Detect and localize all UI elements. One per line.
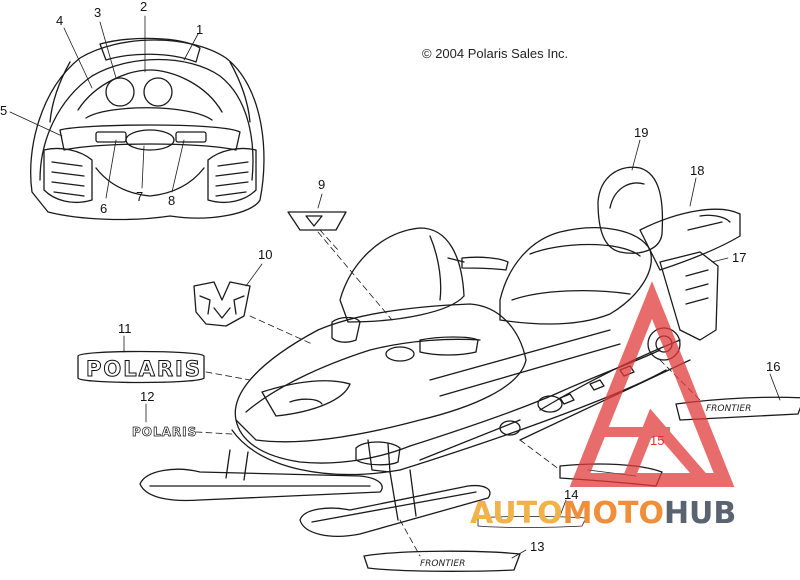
callout-7: 7 <box>136 189 144 204</box>
watermark-part-3: HUB <box>663 496 737 531</box>
callout-8: 8 <box>168 193 176 208</box>
decal-12-brand-text: POLARIS <box>132 425 198 440</box>
decal-13-text: FRONTIER <box>420 559 466 569</box>
decal-9 <box>287 193 393 321</box>
callout-17: 17 <box>732 250 747 265</box>
decal-11-frame <box>77 335 251 384</box>
callout-10: 10 <box>258 247 273 262</box>
callout-14: 14 <box>564 487 579 502</box>
watermark-part-2: MOTO <box>562 496 664 531</box>
callout-4: 4 <box>56 13 64 28</box>
watermark-triangle <box>569 281 735 487</box>
callout-16: 16 <box>766 359 781 374</box>
copyright-notice: © 2004 Polaris Sales Inc. <box>422 46 569 61</box>
decal-16-text: FRONTIER <box>706 404 752 414</box>
decal-10 <box>193 263 313 345</box>
snowmobile-body <box>139 166 741 537</box>
decal-11-brand-text: POLARIS <box>86 357 202 382</box>
watermark-wordmark: AUTOMOTOHUB <box>470 496 736 531</box>
callout-19: 19 <box>634 125 649 140</box>
decal-12-frame <box>145 403 233 435</box>
watermark-part-1: AUTO <box>470 496 563 531</box>
callout-9: 9 <box>318 177 326 192</box>
callout-6: 6 <box>100 201 108 216</box>
callout-12: 12 <box>140 389 155 404</box>
callout-3: 3 <box>94 5 102 20</box>
callout-18: 18 <box>690 163 705 178</box>
hood-detail-inset <box>30 37 265 221</box>
callout-11: 11 <box>118 321 132 336</box>
callout-5: 5 <box>0 103 8 118</box>
callout-13: 13 <box>530 539 545 554</box>
callout-15: 15 <box>650 433 665 448</box>
callout-1: 1 <box>196 22 204 37</box>
callout-2: 2 <box>140 0 148 14</box>
